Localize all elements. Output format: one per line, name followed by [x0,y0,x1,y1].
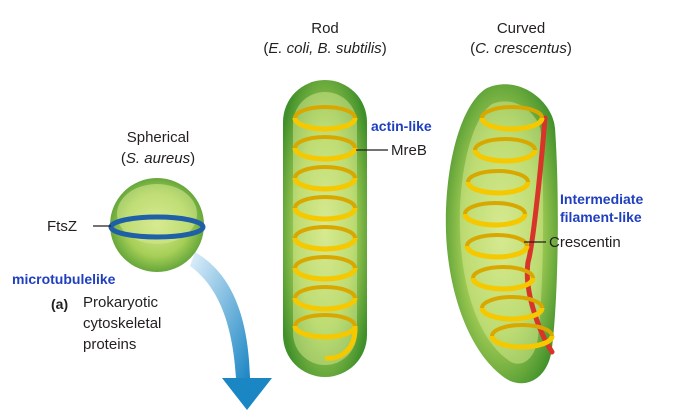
crescentin-label: Crescentin [549,234,621,251]
caption-line-3: proteins [83,336,137,353]
mreb-coil-4-back [293,195,357,209]
crescentin-coil-7-front [479,307,545,322]
curved-cell [445,84,558,384]
caption-panel-label: (a) [51,296,69,312]
caption-line-1: Prokaryotic [83,294,159,311]
rod-cell [283,80,367,377]
crescentin-coil-2-back [473,137,537,151]
crescentin-filament [524,115,555,355]
intermediate-label-line-1: Intermediate [560,191,644,207]
mreb-coil-2-back [293,135,357,149]
mreb-coil-8-front [292,325,358,340]
mreb-coil-1-back [293,105,357,119]
caption-line-2: cytoskeletal [83,315,162,332]
mreb-coil-3-front [292,177,358,192]
curved-species-label: (C. crescentus) [470,40,572,57]
mreb-coil-6-back [293,255,357,269]
crescentin-coil-7-back [480,295,544,309]
ftsz-ring [108,214,206,240]
crescentin-coil-4-front [462,213,528,228]
mreb-coil-3-back [293,165,357,179]
crescentin-coil-2-front [472,149,538,164]
crescentin-coil-3-front [465,181,531,196]
crescentin-helix [462,105,555,350]
mreb-coil-6-front [292,267,358,282]
microtubulelike-label: microtubulelike [12,271,116,287]
crescentin-coil-8-back [490,323,554,337]
mreb-coil-7-front [292,297,358,312]
ftsz-label: FtsZ [47,218,77,235]
actin-like-label: actin-like [371,118,432,134]
crescentin-coil-6-back [471,265,535,279]
intermediate-label-line-2: filament-like [560,209,642,225]
mreb-coil-5-front [292,237,358,252]
mreb-label: MreB [391,142,427,159]
rod-species-label: (E. coli, B. subtilis) [263,40,387,57]
curved-shape-label: Curved [496,20,546,37]
mreb-helix [292,105,358,361]
crescentin-coil-1-back [480,105,544,119]
spherical-species-label: (S. aureus) [120,150,196,167]
crescentin-coil-5-front [464,245,530,260]
mreb-coil-8-back [293,313,357,327]
mreb-coil-tail [324,325,358,361]
mreb-coil-7-back [293,285,357,299]
mreb-coil-2-front [292,147,358,162]
pointer-arrow [190,252,272,410]
crescentin-coil-3-back [466,169,530,183]
crescentin-coil-8-front [489,335,555,350]
crescentin-coil-4-back [463,201,527,215]
rod-shape-label: Rod [311,20,339,37]
spherical-cell [108,178,206,272]
mreb-coil-1-front [292,117,358,132]
spherical-shape-label: Spherical [126,129,190,146]
crescentin-coil-1-front [479,117,545,132]
mreb-coil-4-front [292,207,358,222]
mreb-coil-5-back [293,225,357,239]
crescentin-coil-6-front [470,277,536,292]
